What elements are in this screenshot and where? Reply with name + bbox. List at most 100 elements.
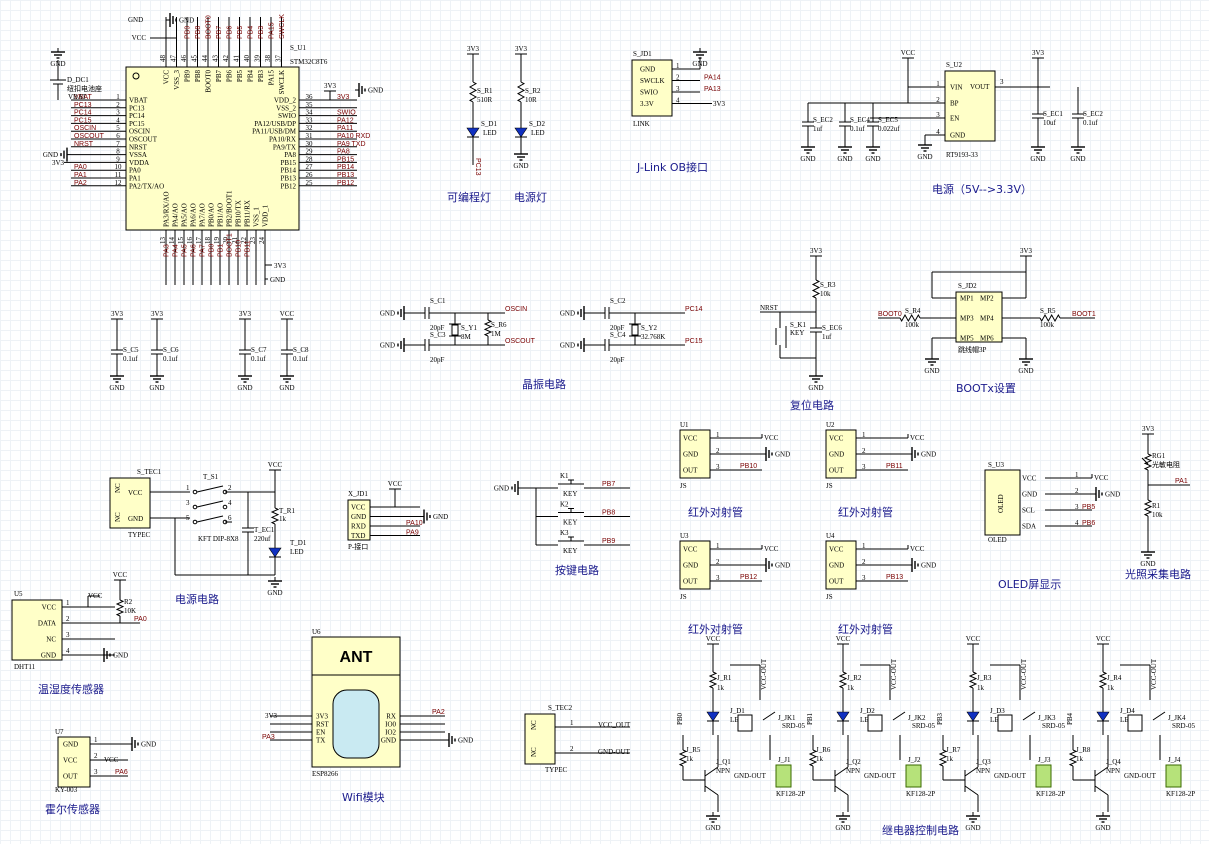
crystal-8m: GNDGNDS_C120pFS_C320pFS_Y18MS_R61MOSCINO… <box>380 297 536 364</box>
net-label: PA12 <box>337 117 354 124</box>
mcu-pin-name: PB4 <box>247 70 255 83</box>
pin-num: 1 <box>716 431 720 439</box>
res-ref: S_R1 <box>477 87 493 95</box>
wifi-esp8266: U6ESP8266ANT3V3RSTENTXRXIO0IO2GND3V3PA3P… <box>262 628 473 778</box>
gnd-label: GND <box>109 384 124 392</box>
terminal-ref: J_J4 <box>1168 756 1181 764</box>
relay-part: SRD-05 <box>912 722 935 730</box>
typec-pin: GND <box>128 515 143 523</box>
terminal-part: KF128-2P <box>1036 790 1065 798</box>
net-label: PB9 <box>185 26 192 39</box>
ir-pin: VCC <box>829 546 844 554</box>
ir-js: JS <box>826 482 833 490</box>
net-label: OSCOUT <box>74 133 105 140</box>
cap-dht: 温湿度传感器 <box>38 682 104 696</box>
net-label: OSCOUT <box>505 338 536 345</box>
mcu-pin-name: PB10/TX <box>235 200 243 227</box>
mcu-pin-num: 41 <box>233 55 241 63</box>
mcu-pin-name: SWCLK <box>278 70 286 95</box>
pin-num: 2 <box>94 752 98 760</box>
wifi-pin: RX <box>386 713 396 721</box>
net-label: PA3 <box>262 734 275 741</box>
ir-ref: U2 <box>826 421 835 429</box>
key-ref: K2 <box>560 501 569 509</box>
gnd-label: GND <box>808 384 823 392</box>
cap-ref: S_EC2 <box>813 116 833 124</box>
cap-relay: 继电器控制电路 <box>882 823 959 837</box>
wifi-pin: 3V3 <box>316 713 329 721</box>
led-ref: S_D1 <box>481 120 497 128</box>
res-val: 10k <box>1152 511 1163 519</box>
net-label: PA14 <box>704 75 721 82</box>
mcu-pin-name: PB0/AO <box>208 203 216 227</box>
switch-name: KFT DIP-8X8 <box>198 535 239 543</box>
cap-val: 0.1uf <box>1083 119 1098 127</box>
crystal-body <box>631 324 639 336</box>
net-label: PB15 <box>337 156 354 163</box>
power-label: VCC <box>113 571 128 579</box>
mcu-pin-name: PB7 <box>215 70 223 83</box>
ldr-label: 光敏电阻 <box>1152 460 1180 469</box>
net-label: PB0 <box>209 244 216 257</box>
net-label: PA4 <box>173 244 180 257</box>
regulator-body <box>944 70 996 142</box>
net-label: VCC <box>1094 474 1109 482</box>
typec-pin: VCC <box>128 489 143 497</box>
mcu-pin-name: SWIO <box>278 112 296 120</box>
gnd-label: GND <box>865 155 880 163</box>
battery-label: 纽扣电池座 <box>67 84 102 93</box>
net-label: PA15 <box>269 22 276 39</box>
cap-key: 按键电路 <box>555 563 599 577</box>
usb-out-body <box>524 713 556 765</box>
wifi-pin: IO2 <box>385 729 396 737</box>
res-ref: J_R6 <box>816 746 831 754</box>
net-label: BOOT1 <box>227 233 234 257</box>
mcu-pin-name: PA0 <box>129 167 141 175</box>
usb-out-label: TYPEC <box>545 766 568 774</box>
mcu-pin-name: VSS_1 <box>253 207 261 227</box>
transistor-ref: J_Q3 <box>976 758 991 766</box>
cap-ref: S_C8 <box>293 346 309 354</box>
serial-pin: GND <box>351 513 366 521</box>
transistor-type: NPN <box>976 767 990 775</box>
gnd-label: GND <box>513 162 528 170</box>
pin-num: 4 <box>228 499 232 507</box>
pin-num: 2 <box>862 558 866 566</box>
cap-ref: S_C6 <box>163 346 179 354</box>
net-label: PC14 <box>685 306 703 313</box>
pin-num: 4 <box>936 128 940 136</box>
pin-num: 1 <box>676 62 680 70</box>
mcu-pin-num: 28 <box>306 155 314 163</box>
gnd-label: GND <box>924 367 939 375</box>
mcu-pin-name: PA7/AO <box>199 203 207 227</box>
mcu-body <box>125 66 300 231</box>
mcu-pin-name: PA9/TX <box>273 143 296 151</box>
mcu-pin-name: PB1/AO <box>217 203 225 227</box>
net-label: PA5 <box>182 244 189 257</box>
cap-ref: S_EC1 <box>1043 110 1063 118</box>
dht-pin: DATA <box>38 620 56 628</box>
pin-num: 3 <box>94 768 98 776</box>
res-ref: S_R6 <box>491 321 507 329</box>
relay-part: SRD-05 <box>1042 722 1065 730</box>
mcu-pin-name: PB6 <box>226 70 234 83</box>
pin-num: 3 <box>716 574 720 582</box>
gnd-label: GND <box>921 451 936 459</box>
dht-pin: VCC <box>42 604 57 612</box>
power-label: 3V3 <box>515 45 528 53</box>
dht-ref: U5 <box>14 590 23 598</box>
res-val: 1k <box>977 684 985 692</box>
power-label: 3V3 <box>1032 49 1045 57</box>
crystal-freq: 8M <box>461 333 472 341</box>
reg-pin: EN <box>950 115 959 123</box>
mcu-pin-name: NRST <box>129 143 148 151</box>
pin-num: 6 <box>228 514 232 522</box>
mcu-pin-name: PA8 <box>284 151 296 159</box>
reg-pin: VIN <box>950 84 962 92</box>
net-label: 3V3 <box>337 94 350 101</box>
res-val: 1k <box>686 755 694 763</box>
relay-ref: J_JK1 <box>778 714 796 722</box>
net-label: OSCIN <box>74 125 96 132</box>
